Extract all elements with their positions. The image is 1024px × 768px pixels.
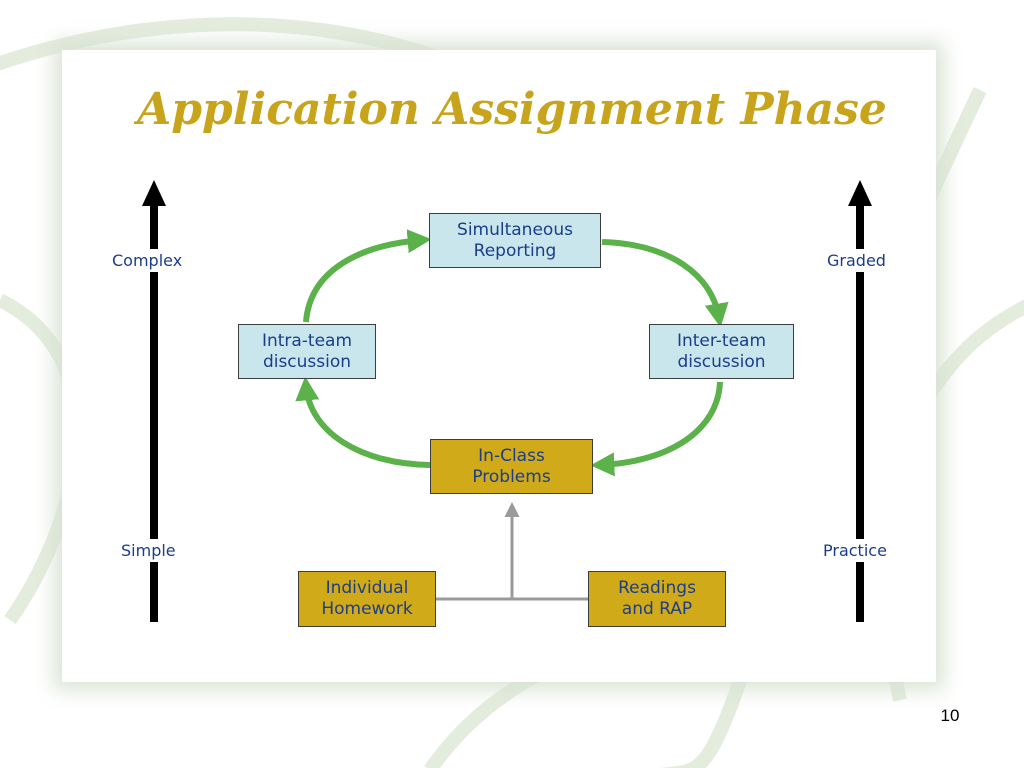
intra-team-discussion-box: Intra-team discussion bbox=[238, 324, 376, 379]
individual-homework-box: Individual Homework bbox=[298, 571, 436, 627]
arrow-inter-to-inclass bbox=[590, 381, 723, 477]
inter-team-discussion-box: Inter-team discussion bbox=[649, 324, 794, 379]
in-class-problems-box: In-Class Problems bbox=[430, 439, 593, 494]
page-number: 10 bbox=[940, 706, 960, 725]
arrow-inclass-to-intra bbox=[295, 376, 431, 468]
input-connector bbox=[436, 502, 588, 601]
left-axis-top-label: Complex bbox=[107, 249, 188, 272]
arrow-simultaneous-to-inter bbox=[601, 239, 729, 328]
right-axis-top-label: Graded bbox=[822, 249, 891, 272]
right-axis-bottom-label: Practice bbox=[818, 539, 892, 562]
slide-title: Application Assignment Phase bbox=[137, 84, 887, 135]
arrow-intra-to-simultaneous bbox=[303, 229, 432, 323]
readings-and-rap-box: Readings and RAP bbox=[588, 571, 726, 627]
left-axis-bottom-label: Simple bbox=[116, 539, 181, 562]
simultaneous-reporting-box: Simultaneous Reporting bbox=[429, 213, 601, 268]
